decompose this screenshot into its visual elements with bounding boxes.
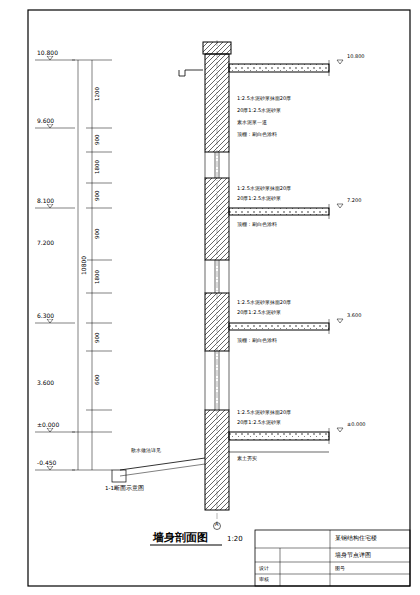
dimension: 900: [95, 332, 101, 345]
dimension: 1200: [95, 86, 101, 102]
note: 散水做法详见: [130, 448, 162, 453]
note: 1:2.5水泥砂浆抹面20厚: [236, 186, 292, 191]
elevation: 8.100: [36, 198, 55, 204]
note: 顶棚：刷白色涂料: [236, 338, 278, 343]
dimension: 1800: [95, 159, 101, 175]
scale: 1:20: [226, 536, 244, 543]
axis-number: A: [214, 522, 219, 527]
title-cell: 设计: [258, 566, 270, 571]
title-cell: 审核: [258, 577, 270, 582]
elevation: 6.300: [36, 313, 55, 319]
note: 20厚1:2.5水泥砂浆: [236, 196, 282, 201]
elevation: 9.600: [36, 118, 55, 124]
note: 20厚1:2.5水泥砂浆: [236, 310, 282, 315]
elevation: -0.450: [36, 460, 57, 466]
elevation: 7.200: [36, 240, 55, 246]
note: 顶棚：刷白色涂料: [236, 222, 278, 227]
dimension: 900: [95, 228, 101, 241]
project-name: 某钢结构住宅楼: [334, 535, 378, 541]
drawing-title: 墙身剖面图: [152, 532, 209, 543]
title-cell: 图号: [334, 566, 346, 571]
note: 素水泥浆一道: [236, 120, 268, 125]
elevation: ±0.000: [346, 422, 367, 427]
elevation: 10.800: [346, 54, 366, 59]
note: 1:2.5水泥砂浆抹面20厚: [236, 410, 292, 415]
note: 1:2.5水泥砂浆抹面20厚: [236, 96, 292, 101]
elevation: 3.600: [346, 313, 362, 318]
elevation: 10.800: [36, 50, 59, 56]
elevation: 3.600: [36, 380, 55, 386]
section-note: 1-1断面示意图: [104, 486, 145, 492]
drawing-name: 墙身节点详图: [334, 552, 372, 558]
note: 20厚1:2.5水泥砂浆: [236, 108, 282, 113]
note: 素土夯实: [236, 456, 258, 461]
dimension: 900: [95, 190, 101, 203]
dimension: 1800: [95, 269, 101, 285]
elevation: ±0.000: [36, 422, 60, 428]
note: 1:2.5水泥砂浆抹面20厚: [236, 300, 292, 305]
dimension: 10800: [81, 254, 87, 275]
elevation: 7.200: [346, 198, 362, 203]
dimension: 600: [95, 374, 101, 387]
dimension: 900: [95, 134, 101, 147]
note: 顶棚：刷白色涂料: [236, 132, 278, 137]
note: 20厚1:2.5水泥砂浆: [236, 420, 282, 425]
